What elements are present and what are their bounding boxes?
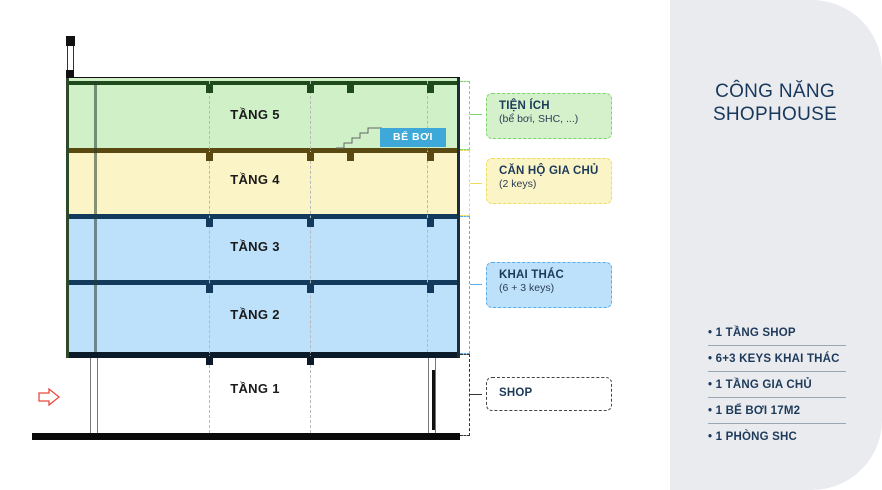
callout-rental: KHAI THÁC (6 + 3 keys) (486, 262, 612, 308)
bracket-tick (470, 284, 482, 285)
floor-4-label: TẦNG 4 (230, 172, 280, 187)
bracket-tick (470, 394, 482, 395)
ground-slab (32, 433, 460, 440)
feature-item: • 1 PHÒNG SHC (708, 431, 798, 443)
beam (307, 284, 314, 293)
callout-title: CĂN HỘ GIA CHỦ (499, 165, 599, 177)
floor-2-label: TẦNG 2 (230, 307, 280, 322)
floor-1-label: TẦNG 1 (230, 381, 280, 396)
bracket-tick (470, 114, 482, 115)
parapet-post (67, 36, 74, 80)
bracket-owner (460, 150, 470, 216)
grid-line (427, 81, 428, 352)
ground-col-left (90, 358, 98, 433)
panel-title-line1: CÔNG NĂNG (715, 81, 835, 102)
beam (307, 218, 314, 227)
callout-shop: SHOP (486, 377, 612, 411)
beam (307, 356, 314, 365)
feature-item: • 1 BỂ BƠI 17M2 (708, 398, 846, 424)
beam (427, 218, 434, 227)
grid-line (310, 81, 311, 433)
bracket-amenities (460, 81, 470, 150)
inner-left-wall (94, 81, 97, 352)
floor-3-label: TẦNG 3 (230, 239, 280, 254)
callout-title: TIỆN ÍCH (499, 100, 550, 112)
grid-line (209, 81, 210, 433)
slab-2 (66, 280, 460, 285)
beam (307, 152, 314, 161)
beam (307, 84, 314, 93)
callout-owner-apartment: CĂN HỘ GIA CHỦ (2 keys) (486, 158, 612, 204)
floor-5-label: TẦNG 5 (230, 107, 280, 122)
bracket-tick (470, 183, 482, 184)
beam (206, 218, 213, 227)
beam (427, 84, 434, 93)
callout-title: KHAI THÁC (499, 269, 565, 281)
feature-item: • 1 TẦNG GIA CHỦ (708, 372, 846, 398)
bracket-shop (460, 354, 470, 436)
panel-title-line2: SHOPHOUSE (712, 104, 838, 125)
ground-col-right (428, 358, 436, 433)
beam (347, 84, 354, 93)
callout-title: SHOP (499, 387, 533, 399)
beam (206, 152, 213, 161)
slab-5 (66, 81, 460, 85)
info-panel (670, 0, 882, 490)
parapet-cap (66, 36, 75, 46)
slab-4 (66, 148, 460, 153)
feature-item: • 1 TẦNG SHOP (708, 320, 846, 346)
beam (347, 152, 354, 161)
beam (427, 284, 434, 293)
floor-2 (66, 282, 460, 354)
beam (427, 152, 434, 161)
left-wall (66, 78, 69, 358)
bracket-rental (460, 216, 470, 354)
slab-3 (66, 214, 460, 219)
floor-4 (66, 150, 460, 216)
beam (206, 356, 213, 365)
right-wall (457, 78, 460, 358)
floor-3 (66, 216, 460, 282)
feature-item: • 6+3 KEYS KHAI THÁC (708, 346, 846, 372)
arrow-right-outline-icon (38, 388, 60, 406)
stair-icon (336, 127, 382, 149)
beam (206, 284, 213, 293)
ground-wall-right (432, 370, 435, 430)
panel-title: CÔNG NĂNG SHOPHOUSE (690, 80, 860, 126)
beam (206, 84, 213, 93)
callout-subtitle: (6 + 3 keys) (499, 282, 555, 294)
pool-label: BỂ BƠI (380, 128, 446, 147)
slab-1 (66, 352, 460, 358)
callout-subtitle: (bể bơi, SHC, ...) (499, 113, 579, 125)
callout-amenities: TIỆN ÍCH (bể bơi, SHC, ...) (486, 93, 612, 139)
parapet-base (66, 70, 74, 80)
callout-subtitle: (2 keys) (499, 178, 537, 190)
